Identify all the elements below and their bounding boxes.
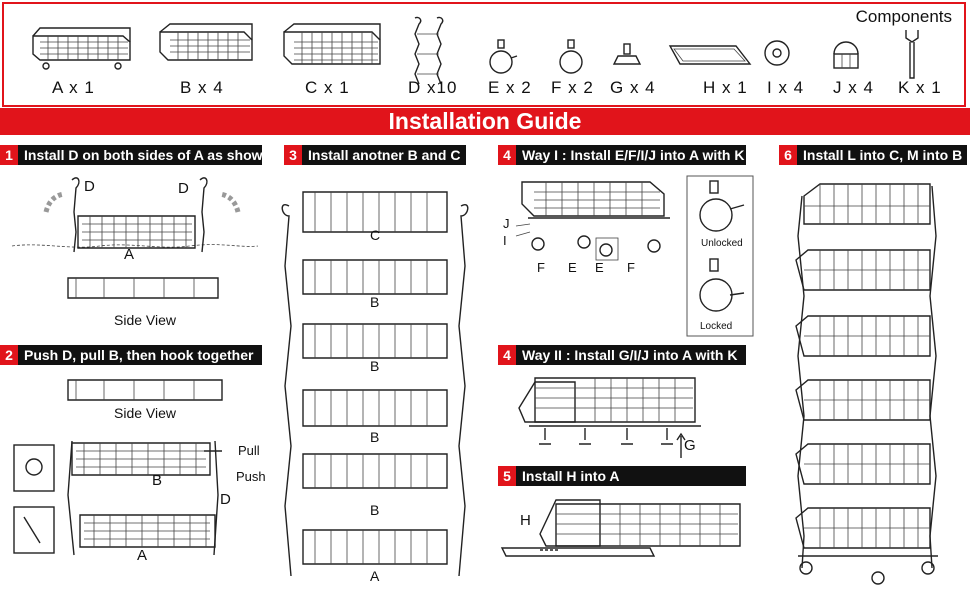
step-4a-label-f2: F — [627, 260, 635, 275]
washer-icon — [764, 40, 790, 66]
step-3-label-b2: B — [370, 358, 380, 374]
component-label-d: D x10 — [408, 78, 458, 97]
step-5-text: Install H into A — [522, 468, 620, 484]
step-1-header: 1 Install D on both sides of A as show — [0, 145, 263, 165]
step-5-header: 5 Install H into A — [498, 466, 746, 486]
tray-icon — [668, 45, 752, 65]
step-4a-label-f1: F — [537, 260, 545, 275]
step-2-header: 2 Push D, pull B, then hook together — [0, 345, 262, 365]
installation-guide-banner: Installation Guide — [0, 108, 970, 135]
component-label-h: H x 1 — [703, 78, 748, 97]
step-3-number: 3 — [284, 145, 302, 165]
components-title: Components — [855, 7, 952, 26]
wrench-icon — [905, 30, 919, 79]
step-1-diagram — [11, 177, 259, 253]
component-label-i: I x 4 — [767, 78, 805, 97]
step-6-rack-diagram — [795, 183, 938, 585]
step-3-diagram — [281, 191, 469, 577]
step-4a-text: Way I : Install E/F/I/J into A with K — [522, 147, 745, 163]
step-4a-header: 4 Way I : Install E/F/I/J into A with K — [498, 145, 746, 165]
step-2-label-d: D — [220, 491, 231, 508]
step-1-text: Install D on both sides of A as show — [24, 147, 263, 163]
step-4a-label-i: I — [503, 233, 507, 248]
basket-c-icon — [283, 23, 381, 65]
step-2-label-a: A — [137, 547, 148, 564]
step-3-label-b4: B — [370, 502, 380, 518]
component-label-a: A x 1 — [52, 78, 95, 97]
step-1-label-a: A — [124, 246, 135, 263]
step-2-pull-label: Pull — [238, 443, 260, 458]
step-4a-number: 4 — [498, 145, 516, 165]
step-3-label-c: C — [370, 227, 381, 243]
foot-pad-icon — [612, 43, 642, 65]
caster-detail-panel — [686, 175, 754, 337]
step-2-number: 2 — [0, 345, 18, 365]
step-2-push-label: Push — [236, 469, 266, 484]
unlocked-label: Unlocked — [701, 238, 743, 249]
step-4b-label-g: G — [684, 437, 696, 454]
step-5-diagram — [500, 499, 741, 557]
step-3-text: Install anotner B and C — [308, 147, 461, 163]
step-4a-label-e2: E — [595, 260, 604, 275]
component-label-f: F x 2 — [551, 78, 594, 97]
component-label-k: K x 1 — [898, 78, 942, 97]
step-2-side-view-label: Side View — [114, 405, 177, 421]
step-6-text: Install L into C, M into B — [803, 147, 963, 163]
step-4b-header: 4 Way II : Install G/I/J into A with K — [498, 345, 746, 365]
step-3-label-b1: B — [370, 294, 380, 310]
step-5-number: 5 — [498, 466, 516, 486]
step-4b-diagram — [518, 377, 701, 458]
components-panel: Components — [2, 2, 966, 107]
basket-b-icon — [159, 23, 253, 61]
caster-wheel-f-icon — [559, 39, 583, 74]
side-frame-icon — [414, 16, 444, 85]
caster-wheel-e-icon — [489, 39, 518, 74]
step-4a-label-e1: E — [568, 260, 577, 275]
step-6-header: 6 Install L into C, M into B — [779, 145, 967, 165]
basket-a-icon — [32, 27, 131, 70]
component-label-j: J x 4 — [833, 78, 874, 97]
step-2-text: Push D, pull B, then hook together — [24, 347, 254, 363]
component-label-b: B x 4 — [180, 78, 224, 97]
step-1-number: 1 — [0, 145, 18, 165]
step-1-label-d-left: D — [84, 178, 95, 195]
step-4a-label-j: J — [503, 216, 510, 231]
step-2-diagram — [13, 440, 222, 556]
step-3-label-b3: B — [370, 429, 380, 445]
step-1-side-view-diagram — [67, 277, 219, 299]
component-label-e: E x 2 — [488, 78, 532, 97]
step-3-header: 3 Install anotner B and C — [284, 145, 466, 165]
step-5-label-h: H — [520, 512, 531, 529]
locked-label: Locked — [700, 321, 733, 332]
step-6-number: 6 — [779, 145, 797, 165]
component-label-g: G x 4 — [610, 78, 656, 97]
step-2-label-b: B — [152, 472, 163, 489]
step-4b-text: Way II : Install G/I/J into A with K — [522, 347, 738, 363]
step-1-label-d-right: D — [178, 180, 189, 197]
cap-nut-icon — [833, 41, 859, 69]
step-4b-number: 4 — [498, 345, 516, 365]
step-2-side-view-diagram — [67, 379, 223, 401]
step-4a-diagram — [515, 181, 670, 261]
step-1-side-view-label: Side View — [114, 312, 177, 328]
step-3-label-a: A — [370, 568, 380, 584]
component-label-c: C x 1 — [305, 78, 350, 97]
